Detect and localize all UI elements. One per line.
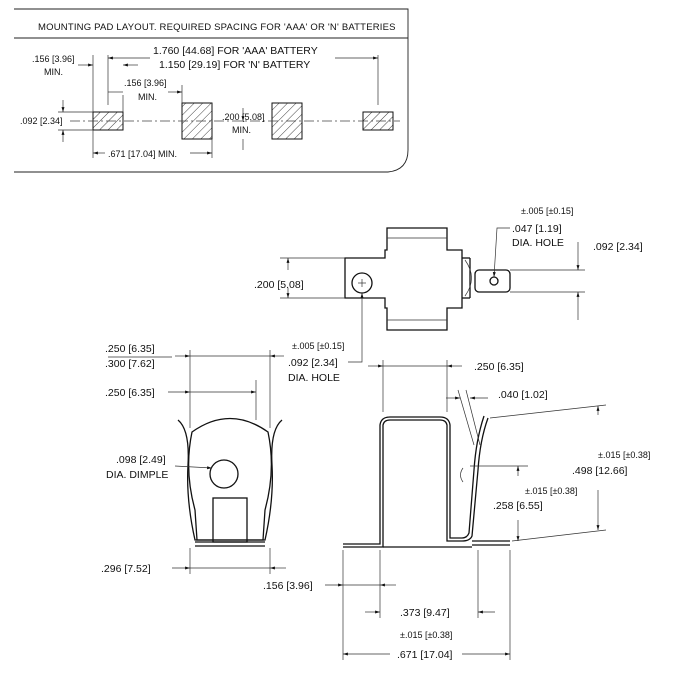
dim-dimple-height: .258 [6.55] bbox=[493, 500, 543, 512]
mounting-pad-layout-panel: MOUNTING PAD LAYOUT. REQUIRED SPACING FO… bbox=[14, 8, 409, 173]
front-view: .250 [6.35] .300 [7.62] .250 [6.35] .098… bbox=[101, 343, 286, 575]
dim-height: .498 [12.66] bbox=[572, 465, 628, 477]
side-view-outline bbox=[343, 417, 489, 548]
tol-hole-right: ±.005 [±0.15] bbox=[521, 206, 573, 216]
label-dia-dimple: DIA. DIMPLE bbox=[106, 469, 168, 481]
tol-hole-left: ±.005 [±0.15] bbox=[292, 341, 344, 351]
dim-center-gap-min: MIN. bbox=[232, 125, 251, 135]
dim-base-width: .296 [7.52] bbox=[101, 563, 151, 575]
dim-thickness: .040 [1.02] bbox=[498, 389, 548, 401]
dim-foot-span: .373 [9.47] bbox=[400, 607, 450, 619]
dim-span-aaa: 1.760 [44.68] FOR 'AAA' BATTERY bbox=[153, 45, 318, 57]
dim-hole-left: .092 [2.34] bbox=[288, 357, 338, 369]
label-dia-hole-right: DIA. HOLE bbox=[512, 237, 564, 249]
dim-body-height: .200 [5.08] bbox=[254, 279, 304, 291]
panel-title: MOUNTING PAD LAYOUT. REQUIRED SPACING FO… bbox=[38, 22, 396, 33]
front-view-tab bbox=[212, 497, 248, 543]
dim-foot: .156 [3.96] bbox=[263, 580, 313, 592]
solder-tab-right bbox=[474, 269, 511, 293]
front-view-clip-outer bbox=[177, 419, 283, 541]
top-view: .200 [5.08] ±.005 [±0.15] .047 [1.19] DI… bbox=[254, 206, 643, 384]
top-view-outline bbox=[344, 227, 463, 331]
label-dia-hole-left: DIA. HOLE bbox=[288, 372, 340, 384]
dim-span-n: 1.150 [29.19] FOR 'N' BATTERY bbox=[159, 59, 310, 71]
tol-dimple-height: ±.015 [±0.38] bbox=[525, 486, 577, 496]
front-view-clip-body bbox=[187, 417, 273, 541]
hole-right bbox=[489, 276, 499, 286]
tol-height: ±.015 [±0.38] bbox=[598, 450, 650, 460]
dim-side-top-width: .250 [6.35] bbox=[474, 361, 524, 373]
panel-border bbox=[14, 8, 409, 173]
dim-pad-height: .092 [2.34] bbox=[20, 116, 63, 126]
dim-front-a: .250 [6.35] bbox=[105, 343, 155, 355]
dim-dimple: .098 [2.49] bbox=[116, 454, 166, 466]
dim-front-b: .300 [7.62] bbox=[105, 358, 155, 370]
tol-overall: ±.015 [±0.38] bbox=[400, 630, 452, 640]
dimple bbox=[209, 459, 239, 489]
side-view: .250 [6.35] .040 [1.02] ±.015 [±0.38] .4… bbox=[263, 360, 650, 661]
dim-inner-span: .671 [17.04] MIN. bbox=[108, 149, 177, 159]
dim-tab-height: .092 [2.34] bbox=[593, 241, 643, 253]
dim-pad-width: .156 [3.96] bbox=[32, 54, 75, 64]
dim-center-gap: .200 [5.08] bbox=[222, 112, 265, 122]
dim-hole-right: .047 [1.19] bbox=[512, 223, 562, 235]
dim-pad-gap: .156 [3.96] bbox=[124, 78, 167, 88]
dim-pad-gap-min: MIN. bbox=[138, 92, 157, 102]
dim-overall: .671 [17.04] bbox=[397, 649, 453, 661]
dim-pad-width-min: MIN. bbox=[44, 67, 63, 77]
dim-front-c: .250 [6.35] bbox=[105, 387, 155, 399]
